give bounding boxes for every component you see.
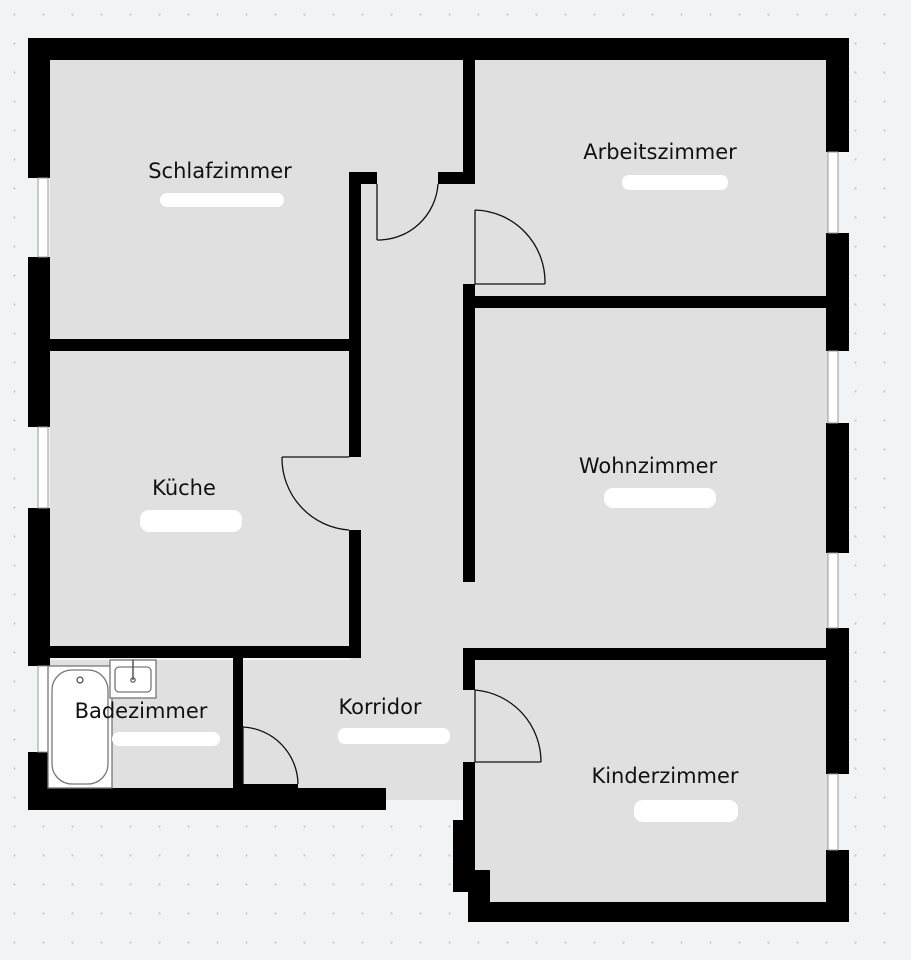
window-wohnzimmer-2: [827, 552, 839, 629]
sink-icon: [109, 659, 157, 699]
window-kueche: [37, 426, 49, 509]
window-badezimmer: [37, 665, 49, 753]
room-labels: Schlafzimmer Arbeitszimmer Küche Wohnzim…: [75, 140, 739, 788]
redaction-kinderzimmer: [634, 800, 738, 822]
walls: [28, 38, 849, 922]
door-arbeitszimmer: [474, 209, 546, 285]
windows: [37, 151, 839, 851]
redaction-korridor: [338, 728, 450, 744]
redaction-kueche: [140, 510, 242, 532]
redaction-wohnzimmer: [604, 488, 716, 508]
window-arbeitszimmer: [827, 151, 839, 234]
door-kueche: [281, 456, 350, 531]
redaction-badezimmer: [112, 732, 220, 746]
redaction-schlafzimmer: [160, 193, 284, 207]
room-label-wohnzimmer: Wohnzimmer: [579, 454, 718, 478]
door-schlafzimmer: [376, 183, 439, 241]
window-wohnzimmer-1: [827, 350, 839, 424]
room-label-korridor: Korridor: [338, 695, 421, 719]
window-kinderzimmer: [827, 773, 839, 851]
doors: [242, 183, 546, 785]
door-badezimmer: [242, 726, 299, 785]
redacted-area-values: [112, 175, 738, 822]
room-label-kueche: Küche: [152, 476, 216, 500]
bathtub-icon: [47, 665, 113, 789]
door-kinderzimmer: [474, 689, 542, 763]
floor-areas: [45, 58, 828, 903]
room-label-schlafzimmer: Schlafzimmer: [148, 159, 292, 183]
window-schlafzimmer: [37, 177, 49, 258]
redaction-arbeitszimmer: [622, 175, 728, 190]
room-label-kinderzimmer: Kinderzimmer: [591, 764, 738, 788]
room-label-badezimmer: Badezimmer: [75, 699, 208, 723]
room-label-arbeitszimmer: Arbeitszimmer: [583, 140, 737, 164]
